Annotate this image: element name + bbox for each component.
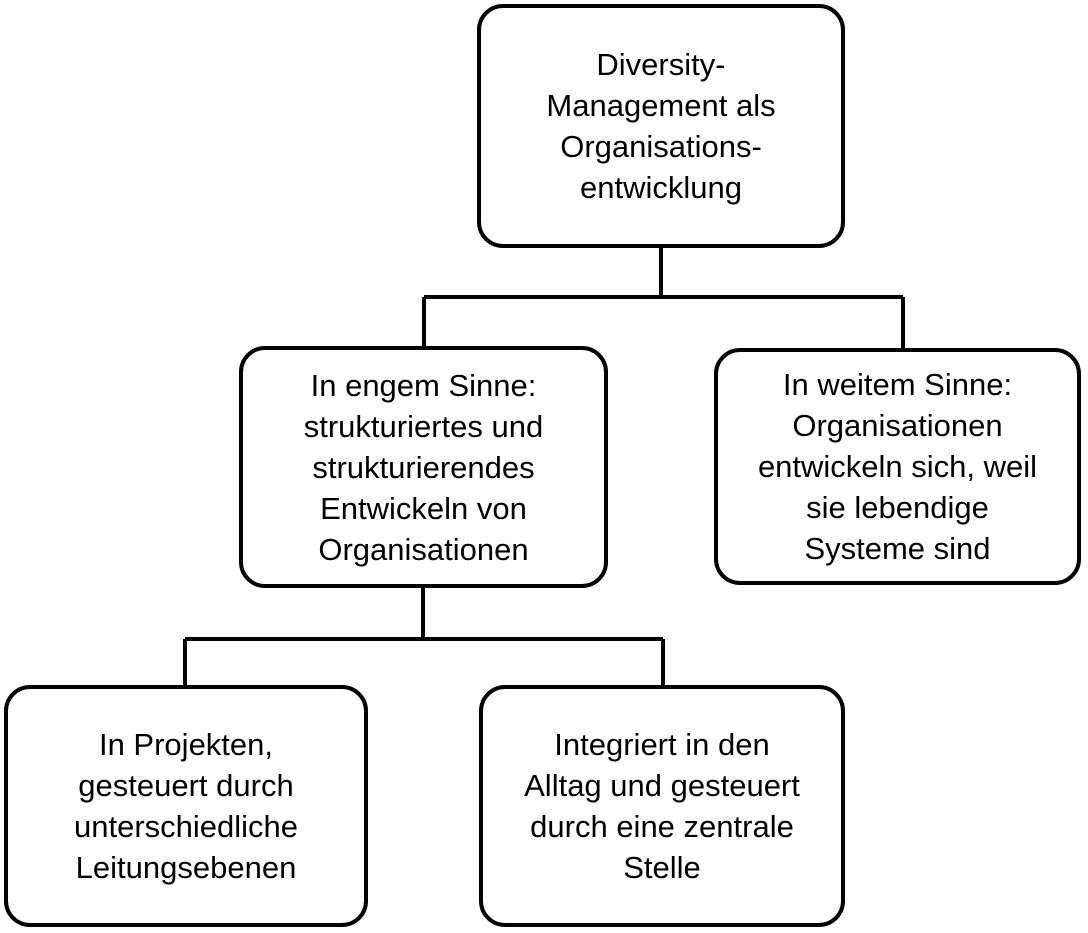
node-integrated-label: Integriert in den Alltag und gesteuert d… [524, 727, 800, 885]
node-wide-sense: In weitem Sinne: Organisationen entwicke… [714, 348, 1081, 585]
node-diversity-management-label: Diversity- Management als Organisations-… [546, 47, 776, 205]
node-projects-label: In Projekten, gesteuert durch unterschie… [73, 727, 299, 885]
node-narrow-sense-label: In engem Sinne: strukturiertes und struk… [303, 367, 544, 567]
connector-root-to-middle-row [422, 244, 905, 352]
node-wide-sense-label: In weitem Sinne: Organisationen entwicke… [757, 367, 1038, 566]
node-projects: In Projekten, gesteuert durch unterschie… [4, 685, 368, 927]
connector-narrow-to-bottom-row [183, 586, 665, 689]
node-diversity-management: Diversity- Management als Organisations-… [477, 4, 845, 248]
node-narrow-sense: In engem Sinne: strukturiertes und struk… [239, 346, 608, 588]
node-integrated: Integriert in den Alltag und gesteuert d… [479, 685, 845, 927]
